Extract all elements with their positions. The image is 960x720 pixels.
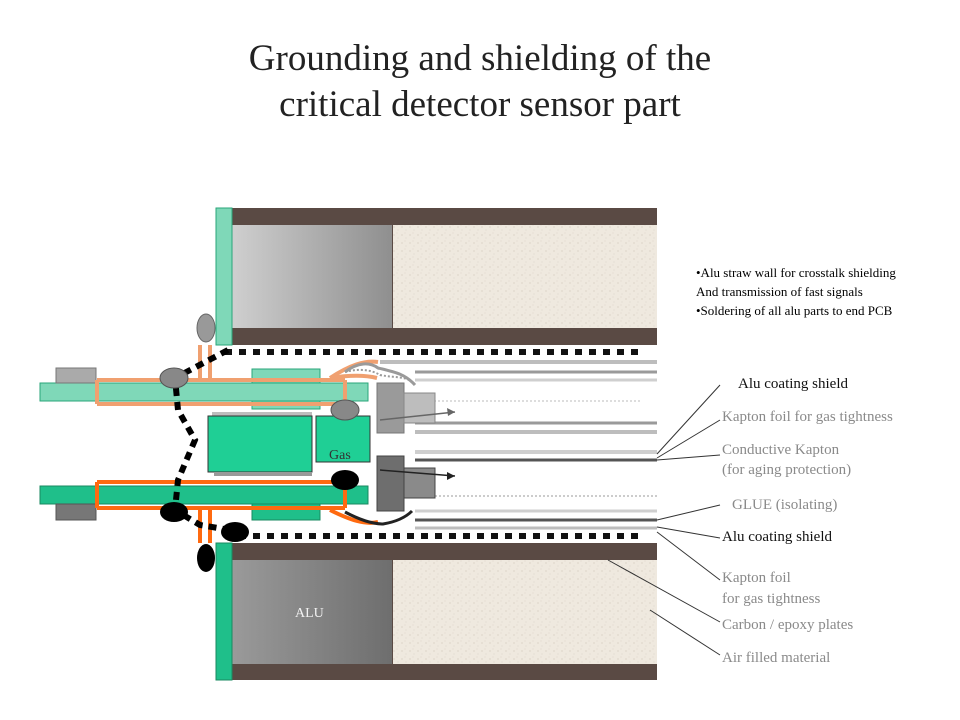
label-glue: GLUE (isolating) <box>732 497 838 513</box>
connector-loops <box>344 362 417 526</box>
label-aging-protection: (for aging protection) <box>722 462 852 478</box>
note-item: •Alu straw wall for crosstalk shielding <box>696 265 896 280</box>
middle-chips <box>207 412 371 476</box>
notes-list: •Alu straw wall for crosstalk shielding … <box>696 263 896 320</box>
label-alu: ALU <box>295 606 324 621</box>
bottom-pcb-board <box>39 485 369 505</box>
leader-lines <box>607 384 721 656</box>
ground-path <box>171 347 231 533</box>
bottom-green-edge <box>215 542 233 681</box>
note-item: •Soldering of all alu parts to end PCB <box>696 303 893 318</box>
label-kapton-gas-top: Kapton foil for gas tightness <box>722 409 893 425</box>
top-alu-block <box>232 225 392 328</box>
top-green-edge <box>215 207 233 346</box>
top-pcb-board <box>39 382 369 402</box>
label-carbon-epoxy: Carbon / epoxy plates <box>722 617 854 633</box>
bottom-alu-block <box>232 560 392 664</box>
wires-top <box>95 345 379 406</box>
label-kapton-foil: Kapton foil <box>722 570 791 586</box>
title-line-1: Grounding and shielding of the <box>248 38 712 79</box>
wires-bottom <box>95 480 379 543</box>
top-pcb <box>39 367 369 410</box>
chip-left <box>207 415 313 473</box>
note-item: And transmission of fast signals <box>696 284 863 299</box>
label-for-gas-tightness: for gas tightness <box>722 591 821 607</box>
straw-layers-bottom <box>225 450 657 539</box>
page-title: Grounding and shielding of the critical … <box>0 36 960 128</box>
title-line-2: critical detector sensor part <box>279 84 681 125</box>
label-conductive-kapton: Conductive Kapton <box>722 442 840 458</box>
label-gas: Gas <box>329 448 351 463</box>
top-plate <box>215 207 657 346</box>
bottom-plate <box>215 542 657 681</box>
connectors <box>376 382 456 512</box>
label-alu-coating-bottom: Alu coating shield <box>722 529 832 545</box>
label-alu-coating-top: Alu coating shield <box>738 376 848 392</box>
bottom-air-filled <box>393 560 657 664</box>
label-air-filled: Air filled material <box>722 650 831 666</box>
bottom-pcb <box>39 485 369 521</box>
straw-layers-top <box>225 349 657 434</box>
top-air-filled <box>393 225 657 328</box>
solder-joints <box>159 313 360 572</box>
